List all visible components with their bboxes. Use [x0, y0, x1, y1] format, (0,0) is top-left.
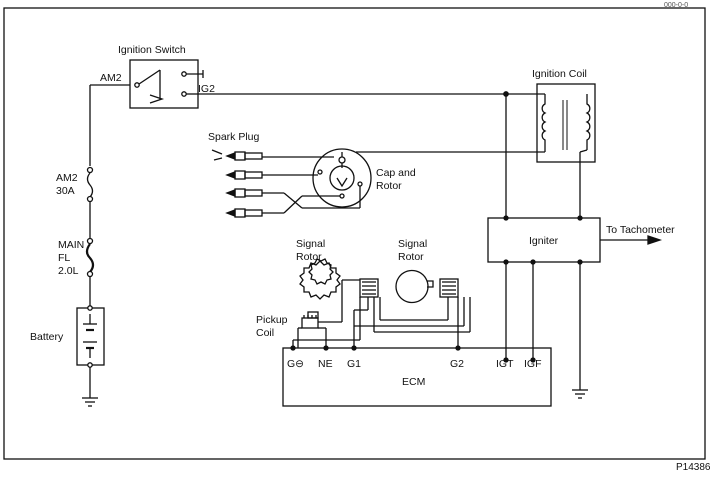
ignition-switch-symbol — [129, 59, 204, 109]
spark-plug-leads — [262, 156, 361, 214]
am2-fuse — [86, 166, 94, 203]
pickup-coil-symbol — [301, 311, 319, 329]
main-fusible-link — [85, 237, 95, 278]
signal-wires — [292, 279, 471, 348]
tachometer-arrow-icon — [600, 235, 663, 245]
signal-rotor-disc — [395, 269, 434, 304]
main-fl-label-line1: MAIN — [58, 239, 85, 251]
am2-wire-label: AM2 — [100, 72, 122, 84]
ecm-label: ECM — [402, 376, 426, 388]
supply-wire — [89, 84, 130, 398]
pin-g2-label: G2 — [450, 358, 465, 370]
battery-ground-icon — [82, 397, 98, 407]
battery-label: Battery — [30, 331, 64, 343]
am2-fuse-label-line1: AM2 — [56, 172, 78, 184]
figure-code: P14386 — [676, 462, 710, 473]
cap-rotor-label-line1: Cap and — [376, 167, 416, 179]
pin-g-label: G⊖ — [287, 358, 304, 370]
pin-ne-label: NE — [318, 358, 333, 370]
spark-plug-label: Spark Plug — [208, 131, 260, 143]
signal-rotor-label-1b: Rotor — [296, 251, 322, 263]
pickup-coil-label-line2: Coil — [256, 327, 275, 339]
distributor-cap-rotor — [312, 148, 372, 208]
ecm-box — [282, 345, 552, 407]
cap-rotor-label-line2: Rotor — [376, 180, 402, 192]
pin-igt-label: IGT — [496, 358, 514, 370]
signal-rotor-gear — [299, 258, 341, 300]
top-right-code: 000-0-0 — [664, 2, 689, 9]
signal-rotor-connector — [359, 278, 459, 298]
ignition-coil-label: Ignition Coil — [532, 68, 587, 80]
ignition-coil-symbol — [536, 83, 596, 218]
spark-plug-icon — [211, 149, 263, 218]
main-fl-label-line2: FL — [58, 252, 71, 264]
ig2-wire — [198, 91, 545, 360]
to-tachometer-label: To Tachometer — [606, 224, 675, 236]
pin-g1-label: G1 — [347, 358, 362, 370]
pickup-coil-label-line1: Pickup — [256, 314, 288, 326]
battery-symbol — [76, 305, 105, 368]
ignition-switch-label: Ignition Switch — [118, 44, 186, 56]
igniter-label: Igniter — [529, 235, 559, 247]
outer-frame — [3, 7, 706, 460]
signal-rotor-label-1a: Signal — [296, 238, 326, 250]
igniter-ground-icon — [572, 389, 588, 399]
signal-rotor-label-2b: Rotor — [398, 251, 424, 263]
pin-igf-label: IGF — [524, 358, 542, 370]
ig2-label: IG2 — [198, 83, 215, 95]
am2-fuse-label-line2: 30A — [56, 185, 75, 197]
main-fl-label-line3: 2.0L — [58, 265, 79, 277]
signal-rotor-label-2a: Signal — [398, 238, 428, 250]
